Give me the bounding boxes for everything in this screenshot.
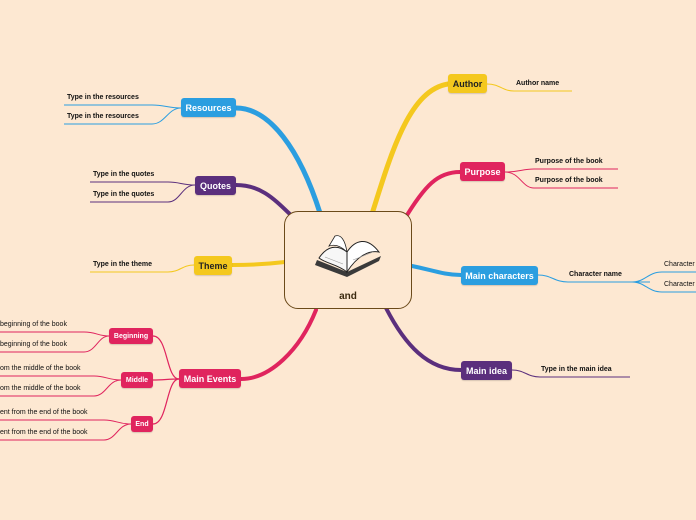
resources-leaf-1[interactable]: Type in the resources xyxy=(67,94,139,101)
quotes-node[interactable]: Quotes xyxy=(195,176,236,195)
connector-purpose xyxy=(404,172,460,220)
author-name-leaf[interactable]: Author name xyxy=(516,80,559,87)
resources-node[interactable]: Resources xyxy=(181,98,236,117)
main-idea-node[interactable]: Main idea xyxy=(461,361,512,380)
purpose-leaf-1[interactable]: Purpose of the book xyxy=(535,158,603,165)
middle-node[interactable]: Middle xyxy=(121,372,153,388)
connector-main-characters xyxy=(412,266,461,275)
end-node[interactable]: End xyxy=(131,416,153,432)
middle-leaf-1[interactable]: om the middle of the book xyxy=(0,365,81,372)
end-leaf-2[interactable]: ent from the end of the book xyxy=(0,429,88,436)
open-book-icon xyxy=(313,230,385,280)
connector-author xyxy=(372,84,448,214)
purpose-node[interactable]: Purpose xyxy=(460,162,505,181)
author-node[interactable]: Author xyxy=(448,74,487,93)
central-topic-label: and xyxy=(285,291,411,302)
quotes-leaf-1[interactable]: Type in the quotes xyxy=(93,171,154,178)
purpose-leaf-2[interactable]: Purpose of the book xyxy=(535,177,603,184)
beginning-node[interactable]: Beginning xyxy=(109,328,153,344)
character-name-node[interactable]: Character name xyxy=(569,271,622,278)
connector-main-idea xyxy=(386,308,461,370)
end-leaf-1[interactable]: ent from the end of the book xyxy=(0,409,88,416)
main-idea-leaf[interactable]: Type in the main idea xyxy=(541,366,612,373)
main-events-node[interactable]: Main Events xyxy=(179,369,241,388)
character-leaf-1[interactable]: Character xyxy=(664,261,695,268)
theme-leaf[interactable]: Type in the theme xyxy=(93,261,152,268)
theme-node[interactable]: Theme xyxy=(194,256,232,275)
connector-theme xyxy=(232,262,285,265)
main-characters-node[interactable]: Main characters xyxy=(461,266,538,285)
character-leaf-2[interactable]: Character xyxy=(664,281,695,288)
connector-main-events xyxy=(241,310,316,379)
resources-leaf-2[interactable]: Type in the resources xyxy=(67,113,139,120)
connector-quotes xyxy=(236,185,294,218)
central-topic[interactable]: and xyxy=(284,211,412,309)
beginning-leaf-2[interactable]: beginning of the book xyxy=(0,341,67,348)
connector-resources xyxy=(236,108,320,213)
quotes-leaf-2[interactable]: Type in the quotes xyxy=(93,191,154,198)
middle-leaf-2[interactable]: om the middle of the book xyxy=(0,385,81,392)
beginning-leaf-1[interactable]: beginning of the book xyxy=(0,321,67,328)
